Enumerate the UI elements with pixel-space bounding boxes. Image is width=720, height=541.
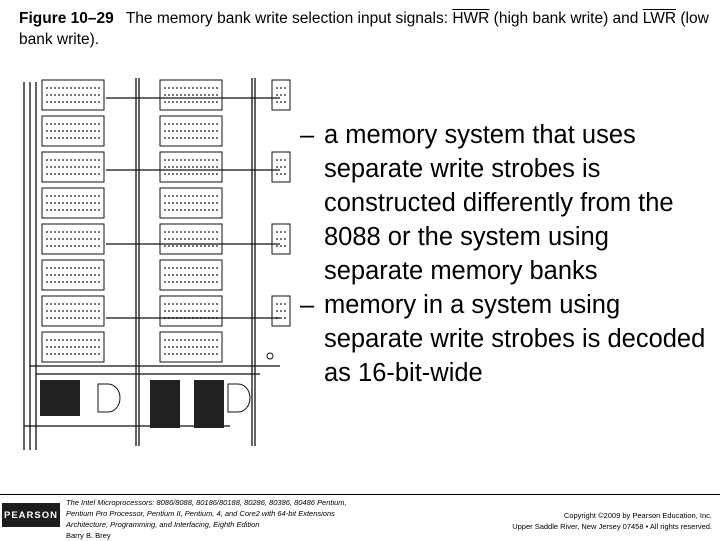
memory-chip	[41, 223, 105, 255]
footer-divider	[0, 494, 720, 495]
memory-chip	[159, 331, 223, 363]
figure-caption: Figure 10–29 The memory bank write selec…	[19, 8, 709, 50]
book-line: Architecture, Programming, and Interfaci…	[66, 520, 260, 529]
memory-chip-array	[41, 79, 291, 363]
bullet-text: memory in a system using separate write …	[324, 291, 706, 387]
logic-gates	[97, 352, 274, 413]
memory-chip	[41, 187, 105, 219]
bullet-dash: –	[300, 291, 315, 319]
book-line: The Intel Microprocessors: 8086/8088, 80…	[66, 498, 347, 507]
copyright-notice: Copyright ©2009 by Pearson Education, In…	[452, 510, 712, 532]
hwr-signal: HWR	[452, 10, 490, 27]
caption-text-2: (high bank write) and	[493, 10, 639, 27]
bullet-dash: –	[300, 121, 315, 149]
memory-chip	[159, 259, 223, 291]
bullet-text: a memory system that uses separate write…	[324, 121, 674, 285]
lwr-signal: LWR	[642, 10, 677, 27]
memory-chip	[159, 115, 223, 147]
bus-wires	[23, 78, 280, 450]
figure-label: Figure 10–29	[19, 10, 114, 27]
memory-chip	[41, 259, 105, 291]
memory-chip	[41, 331, 105, 363]
bullet-item: – a memory system that uses separate wri…	[300, 118, 715, 288]
copyright-line: Copyright ©2009 by Pearson Education, In…	[563, 511, 712, 520]
decoder-chips	[40, 380, 224, 428]
memory-chip	[41, 79, 105, 111]
memory-chip	[159, 187, 223, 219]
book-author: Barry B. Brey	[66, 531, 111, 540]
copyright-line: Upper Saddle River, New Jersey 07458 • A…	[512, 522, 712, 531]
memory-chip	[159, 79, 223, 111]
memory-chip	[41, 151, 105, 183]
pearson-logo: PEARSON	[2, 503, 60, 527]
memory-chip	[41, 115, 105, 147]
memory-schematic-figure	[23, 78, 291, 450]
book-line: Pentium Pro Processor, Pentium II, Penti…	[66, 509, 335, 518]
memory-chip	[159, 295, 223, 327]
memory-chip	[41, 295, 105, 327]
caption-text-3: (low bank write).	[19, 10, 709, 48]
caption-text-1: The memory bank write selection input si…	[125, 10, 449, 27]
bullet-list: – a memory system that uses separate wri…	[300, 118, 715, 390]
book-citation: The Intel Microprocessors: 8086/8088, 80…	[66, 497, 396, 541]
bullet-item: – memory in a system using separate writ…	[300, 288, 715, 390]
memory-chip	[159, 151, 223, 183]
memory-chip	[159, 223, 223, 255]
